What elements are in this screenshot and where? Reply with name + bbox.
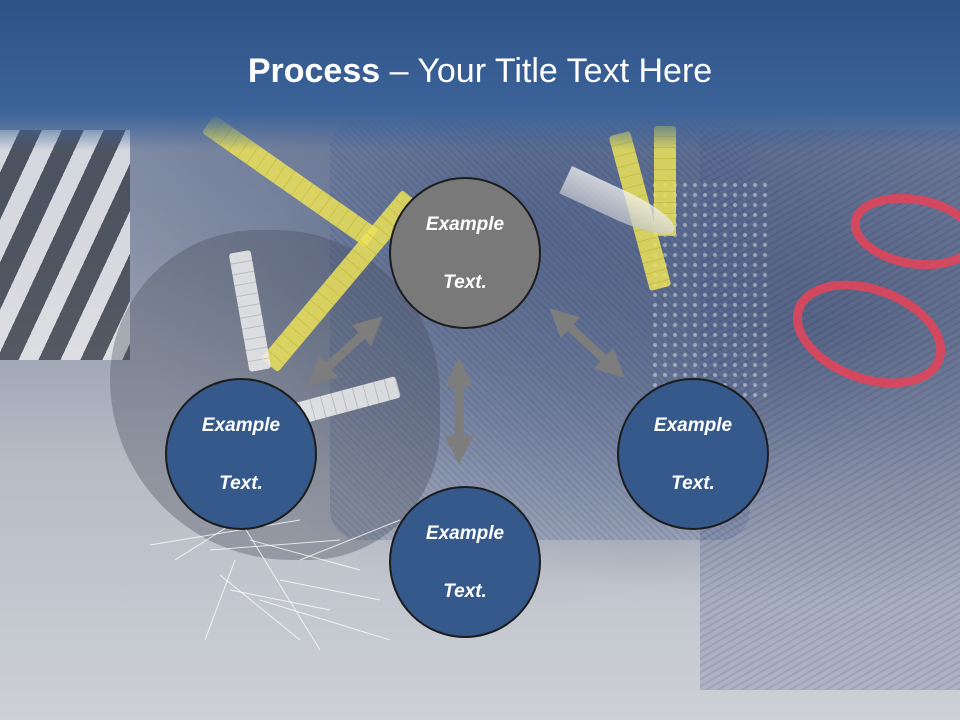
node-label: Text. (219, 472, 263, 494)
title-band (0, 0, 960, 150)
node-label: Example (653, 414, 733, 436)
node-label: Example (425, 522, 505, 544)
node-label: Example (201, 414, 281, 436)
node-label: Example (425, 213, 505, 235)
node-label: Text. (443, 271, 487, 293)
node-label: Text. (443, 580, 487, 602)
slide-title: Process – Your Title Text Here (0, 52, 960, 91)
zebra-fabric (0, 130, 130, 360)
title-bold: Process (247, 52, 381, 90)
title-rest: – Your Title Text Here (380, 52, 713, 90)
node-label: Text. (671, 472, 715, 494)
